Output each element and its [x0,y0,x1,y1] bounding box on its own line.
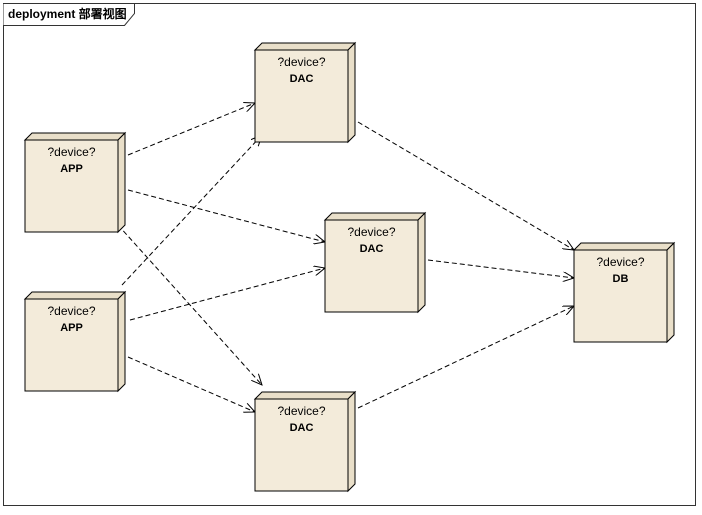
node-stereotype: ?device? [47,145,95,159]
node-name: DAC [360,243,384,255]
node-stereotype: ?device? [347,225,395,239]
node-stereotype: ?device? [596,255,644,269]
dependency-app2-to-dac3[interactable] [127,356,255,412]
edges-layer [117,103,574,412]
node-front-face [254,49,349,143]
node-side-face [347,390,356,493]
frame-border [3,3,696,506]
node-top-face [23,132,127,141]
dependency-dac2-to-db[interactable] [427,259,574,278]
node-app1[interactable]: ?device? APP [23,131,127,234]
node-dac2[interactable]: ?device? DAC [323,211,427,314]
node-front-face [324,219,419,313]
node-name: APP [60,322,83,334]
node-top-face [23,291,127,300]
dependency-app1-to-dac3[interactable] [117,224,262,385]
node-top-face [253,391,357,400]
frame-title: deployment 部署视图 [8,6,127,21]
dependency-app2-to-dac1[interactable] [121,135,262,286]
dependency-app1-to-dac2[interactable] [127,189,325,242]
node-side-face [347,41,356,144]
dependency-app2-to-dac2[interactable] [129,268,325,321]
dependency-app1-to-dac1[interactable] [127,103,255,156]
node-front-face [254,398,349,492]
nodes-layer: ?device?APP?device?APP?device?DAC?device… [23,41,676,493]
node-top-face [572,242,676,251]
node-db[interactable]: ?device? DB [572,241,676,344]
node-side-face [117,290,126,393]
node-front-face [24,298,119,392]
dependency-dac3-to-db[interactable] [357,306,574,409]
node-dac1[interactable]: ?device? DAC [253,41,357,144]
node-front-face [24,139,119,233]
node-name: DAC [290,422,314,434]
frame-title-tab [3,3,135,26]
node-stereotype: ?device? [277,404,325,418]
node-stereotype: ?device? [277,55,325,69]
node-dac3[interactable]: ?device? DAC [253,390,357,493]
node-side-face [117,131,126,234]
node-side-face [666,241,675,344]
node-top-face [253,42,357,51]
node-app2[interactable]: ?device? APP [23,290,127,393]
node-top-face [323,212,427,221]
node-front-face [573,249,668,343]
node-side-face [417,211,426,314]
node-name: APP [60,163,83,175]
node-stereotype: ?device? [47,304,95,318]
node-name: DB [613,273,629,285]
node-name: DAC [290,73,314,85]
dependency-dac1-to-db[interactable] [357,121,574,250]
